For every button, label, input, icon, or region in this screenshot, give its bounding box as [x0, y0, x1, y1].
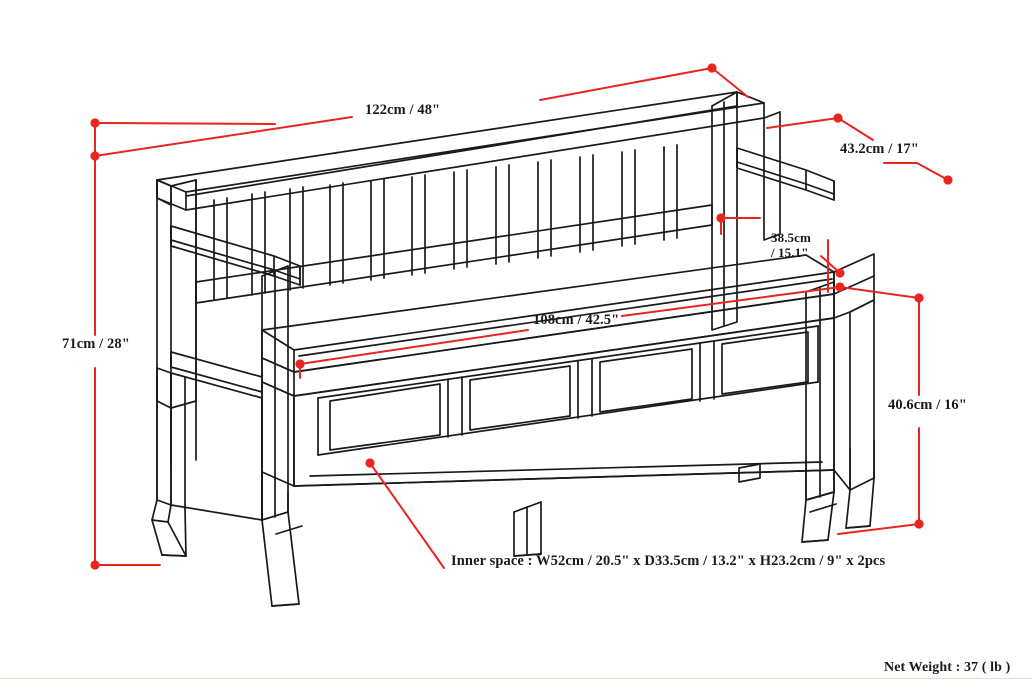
- dimension-label-overall-height: 71cm / 28": [62, 336, 130, 352]
- dimension-label-back-height: 38.5cm / 15.1": [771, 230, 811, 260]
- dimension-label-back-height-line1: 38.5cm: [771, 230, 811, 245]
- dimension-label-seat-height: 40.6cm / 16": [888, 397, 967, 413]
- footer-divider: [0, 678, 1032, 679]
- dimension-label-overall-width: 122cm / 48": [365, 102, 441, 118]
- annotation-net-weight: Net Weight : 37 ( lb ): [884, 660, 1011, 675]
- dimension-label-seat-width: 108cm / 42.5": [533, 312, 620, 328]
- dimension-label-overall-depth: 43.2cm / 17": [840, 141, 919, 157]
- annotation-inner-space: Inner space : W52cm / 20.5" x D33.5cm / …: [451, 553, 886, 569]
- dimension-label-back-height-line2: / 15.1": [771, 244, 809, 260]
